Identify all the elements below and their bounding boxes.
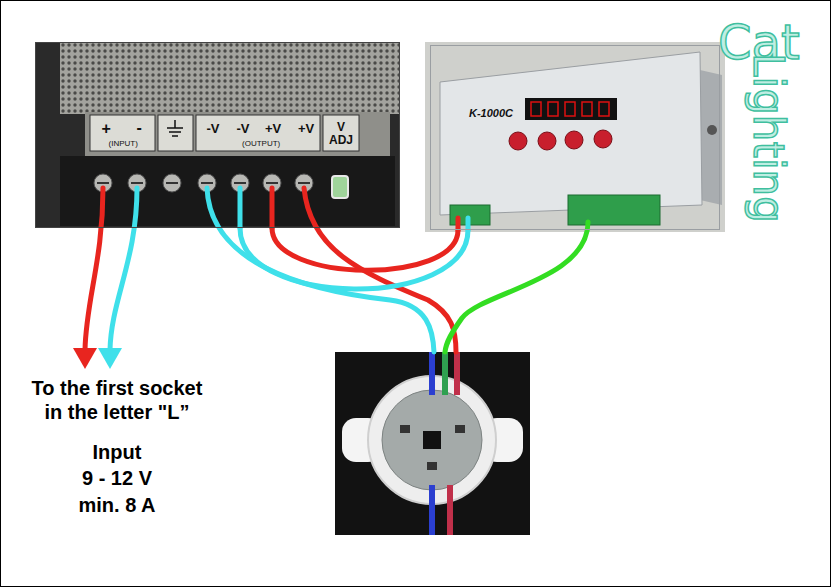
terminal-label: -V <box>237 122 250 135</box>
psu-background <box>35 42 400 228</box>
terminal-label: - <box>137 120 142 136</box>
led <box>455 425 465 433</box>
ground-label-box <box>158 115 193 151</box>
slot <box>266 182 278 184</box>
screw-slots <box>97 182 310 184</box>
note-text: min. 8 A <box>22 493 212 517</box>
power-supply: + - (INPUT) -V -V +V +V (OUTPUT) V ADJ <box>35 42 400 228</box>
ground-bar <box>172 135 178 137</box>
wire-red <box>447 485 453 535</box>
wire-green <box>442 352 448 395</box>
controller-background <box>425 42 725 232</box>
model-name: K-1000C <box>469 108 513 119</box>
digit <box>582 102 592 116</box>
controller-housing <box>440 52 702 215</box>
ground-symbol <box>167 120 183 136</box>
slot <box>131 182 143 184</box>
arrowhead-red <box>73 348 97 369</box>
slot <box>234 182 246 184</box>
led-controller: K-1000C <box>430 45 720 230</box>
power-wire <box>272 228 458 270</box>
slot <box>298 182 310 184</box>
buttons <box>509 130 612 150</box>
module-pcb <box>382 390 482 490</box>
terminal-label: +V <box>265 122 281 135</box>
ground-bar <box>169 131 181 133</box>
wire-stub <box>238 188 243 228</box>
psu-perforated-cover <box>60 42 400 114</box>
digit <box>548 102 558 116</box>
output-label-box <box>196 115 320 151</box>
wire-blue <box>429 485 435 535</box>
button <box>565 131 583 149</box>
terminal-label: (INPUT) <box>109 140 138 148</box>
watermark: Lighting <box>747 53 789 223</box>
terminal-block <box>60 156 395 226</box>
power-supply-photo <box>35 42 400 228</box>
ground-bar <box>167 127 183 129</box>
digit <box>599 102 609 116</box>
terminal-screws <box>94 174 313 192</box>
button <box>594 130 612 148</box>
adj-label-box <box>323 115 359 151</box>
led <box>427 462 437 470</box>
mounting-ear <box>700 70 722 205</box>
led <box>400 425 410 433</box>
module-body <box>368 376 496 504</box>
psu-cover-edge <box>85 112 390 156</box>
input-label-box <box>90 115 155 151</box>
terminal-label: + <box>102 121 111 137</box>
module-background <box>335 352 530 535</box>
note-text: 9 - 12 V <box>22 466 212 490</box>
terminal-label: V ADJ <box>326 121 356 147</box>
wire-red <box>454 352 460 395</box>
screw <box>163 174 181 192</box>
power-wire <box>240 228 468 289</box>
ground-stem <box>174 120 176 128</box>
input-wire-cyan <box>110 188 137 350</box>
terminal-label: -V <box>207 122 220 135</box>
display-digits <box>531 102 609 116</box>
terminal-label: +V <box>298 122 314 135</box>
button <box>538 132 556 150</box>
note-text: To the first socket in the letter "L” <box>22 376 212 424</box>
arrowhead-cyan <box>98 348 122 369</box>
digit <box>531 102 541 116</box>
adj-potentiometer <box>332 176 348 198</box>
input-wire-red <box>85 188 103 350</box>
pixel-module-photo <box>335 352 530 535</box>
slot <box>201 182 213 184</box>
note-text: Input <box>22 440 212 464</box>
wire-stub <box>270 188 275 228</box>
button <box>509 132 527 150</box>
mounting-hole <box>707 125 717 135</box>
slot <box>97 182 109 184</box>
wire-blue <box>429 352 435 395</box>
display <box>525 98 617 120</box>
slot <box>166 182 178 184</box>
controller-photo <box>425 42 725 232</box>
signal-terminal <box>568 195 660 225</box>
digit <box>565 102 575 116</box>
wires <box>85 188 588 352</box>
driver-chip <box>423 431 441 449</box>
terminal-label: (OUTPUT) <box>242 140 280 148</box>
